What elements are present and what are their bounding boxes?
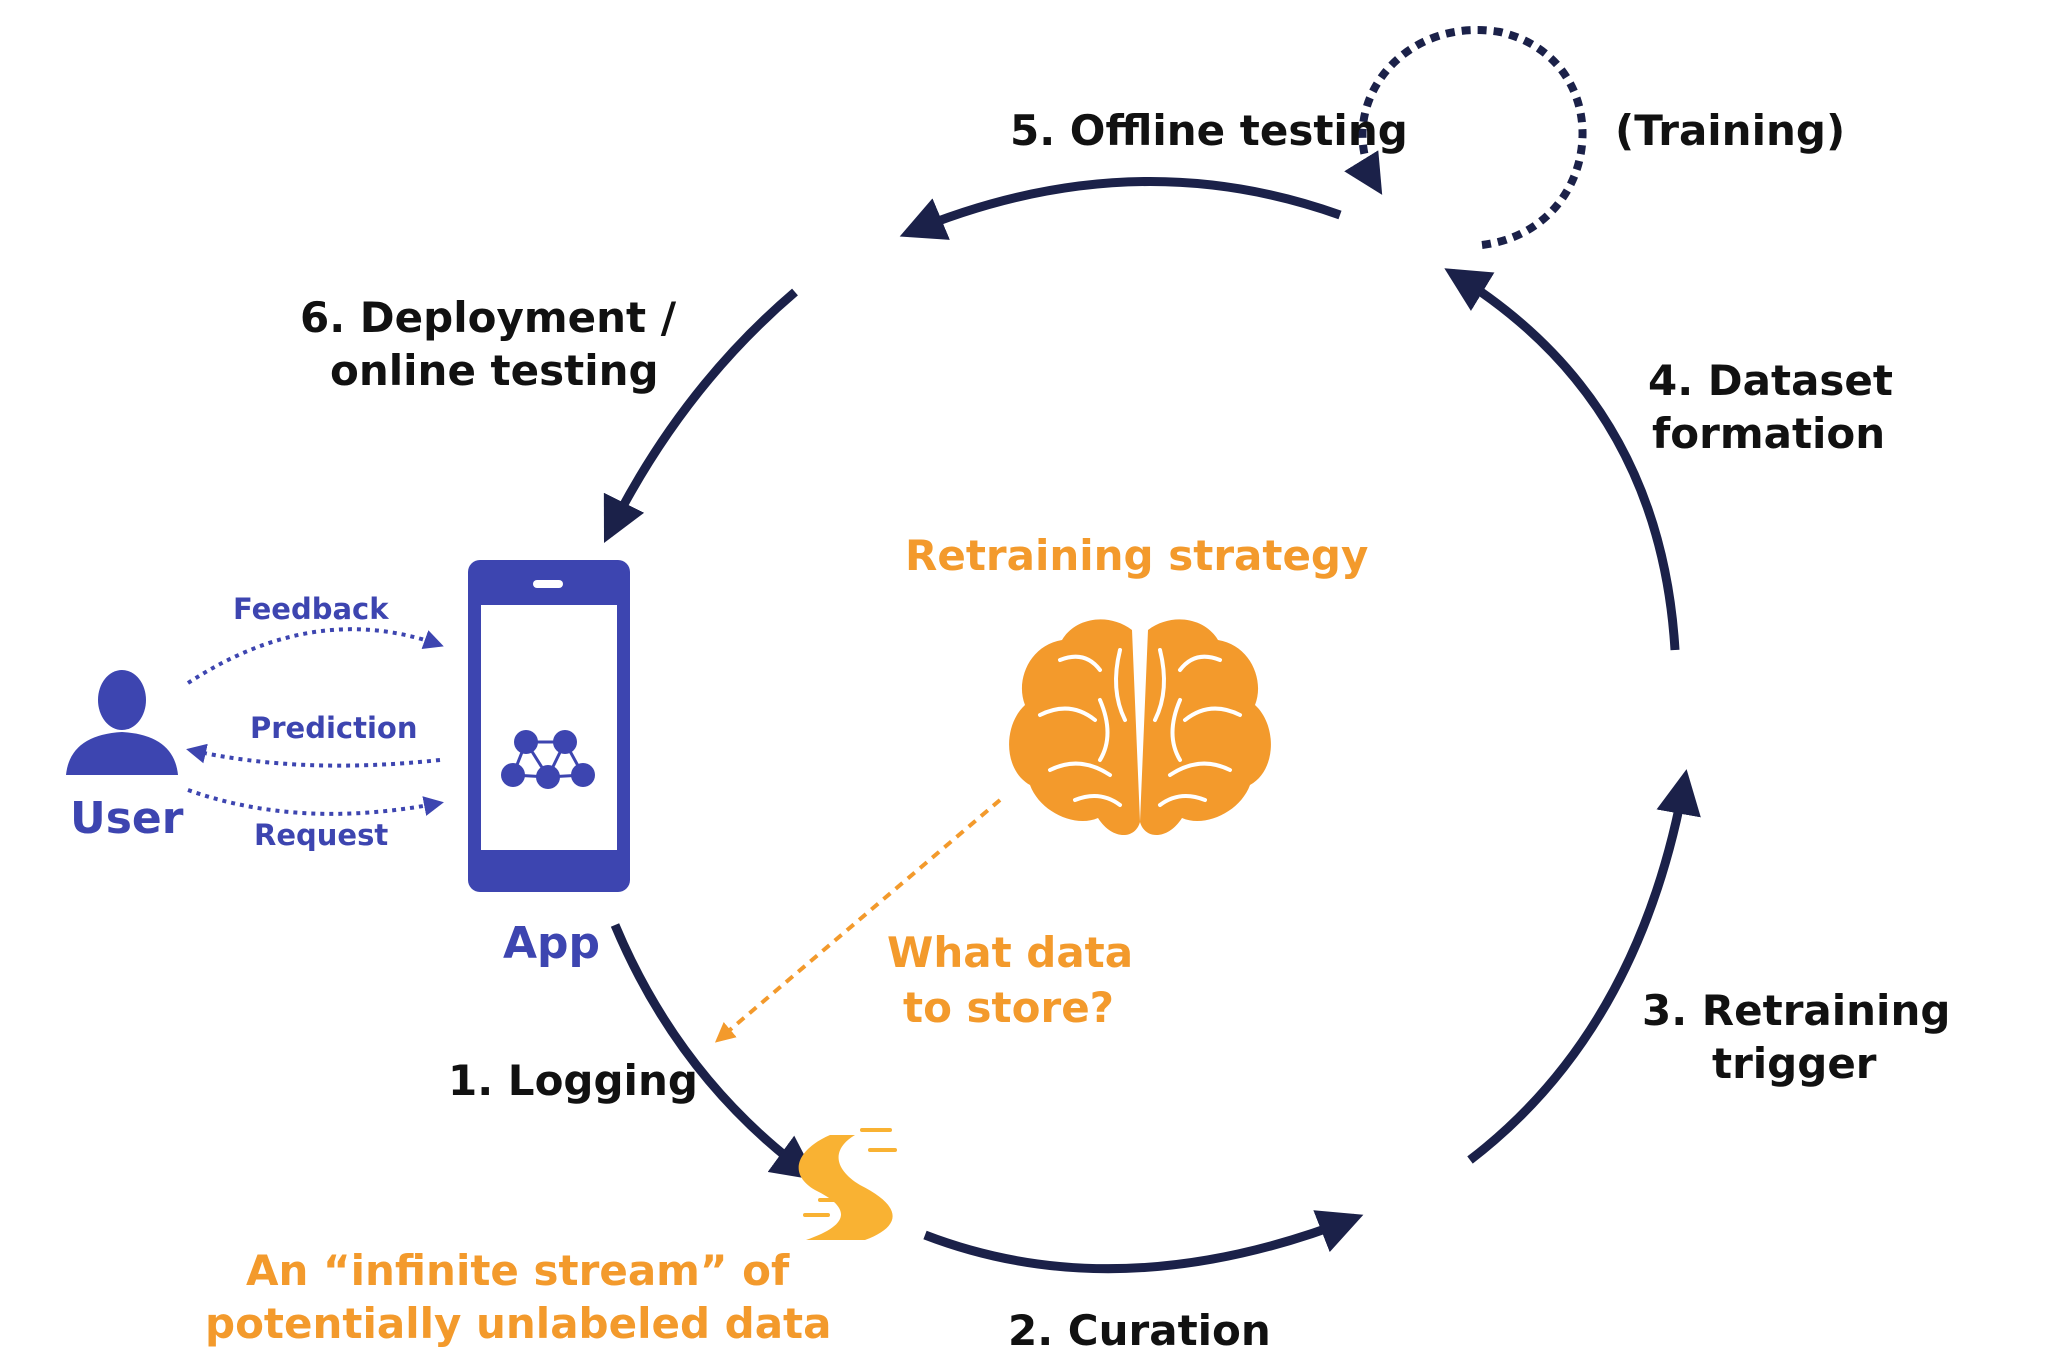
brain-icon [1009, 619, 1271, 836]
what-data-line1: What data [887, 928, 1134, 977]
label-logging: 1. Logging [448, 1056, 698, 1105]
what-data-line2: to store? [903, 983, 1115, 1032]
neural-network-icon [501, 730, 595, 789]
arrow-dataset-formation [1444, 268, 1680, 651]
arrow-logging [610, 923, 818, 1181]
arrow-deployment [603, 288, 798, 544]
label-offline-testing: 5. Offline testing [1010, 106, 1408, 155]
arrow-curation [923, 1210, 1364, 1274]
prediction-arrow [186, 743, 441, 768]
smartphone-icon [468, 560, 630, 892]
retraining-strategy-title: Retraining strategy [905, 531, 1369, 580]
label-retraining-trigger-line1: 3. Retraining [1642, 986, 1951, 1035]
arrow-retraining-trigger [1467, 769, 1701, 1164]
user-silhouette-icon [66, 670, 178, 775]
label-dataset-formation-line2: formation [1652, 409, 1886, 458]
label-deployment-line2: online testing [330, 346, 659, 395]
label-training: (Training) [1615, 106, 1846, 155]
request-arrow [187, 788, 444, 816]
app-label: App [503, 918, 601, 969]
label-request: Request [254, 818, 389, 852]
feedback-arrow [186, 627, 444, 685]
what-data-arrow [714, 798, 1002, 1043]
label-feedback: Feedback [233, 592, 389, 626]
label-dataset-formation-line1: 4. Dataset [1648, 356, 1893, 405]
user-label: User [70, 793, 184, 844]
stream-icon [798, 1128, 897, 1240]
arrow-offline-testing [899, 177, 1342, 240]
stream-caption-line1: An “infinite stream” of [246, 1246, 790, 1295]
label-deployment-line1: 6. Deployment / [300, 293, 677, 342]
label-curation: 2. Curation [1008, 1306, 1271, 1353]
label-retraining-trigger-line2: trigger [1712, 1039, 1877, 1088]
stream-caption-line2: potentially unlabeled data [205, 1299, 832, 1348]
label-prediction: Prediction [250, 711, 418, 745]
